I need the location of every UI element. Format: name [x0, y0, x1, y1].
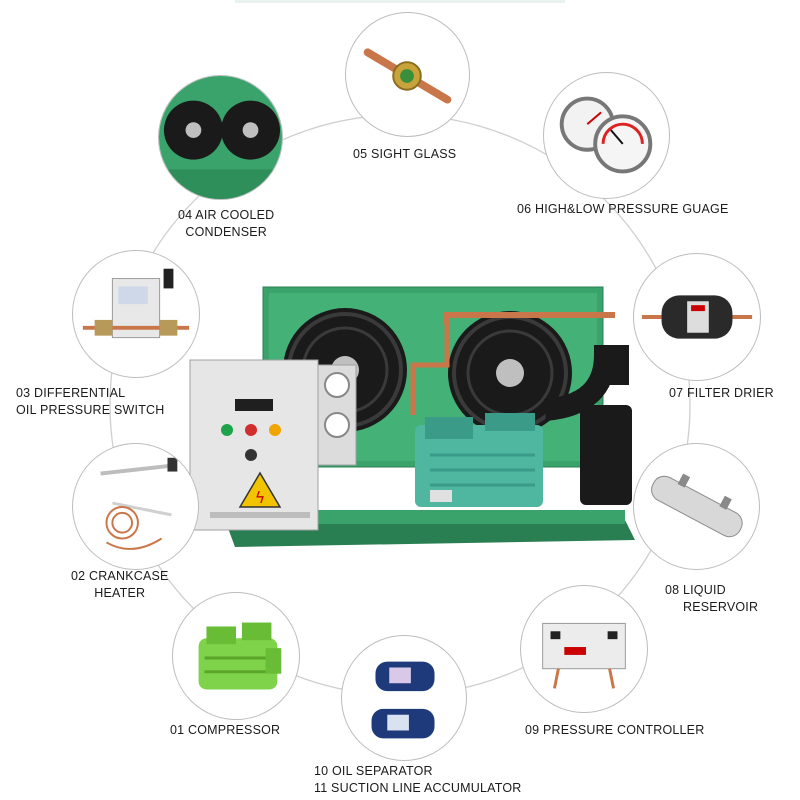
oil-pressure-switch-label: 03 DIFFERENTIAL OIL PRESSURE SWITCH — [16, 386, 165, 417]
liquid-reservoir-node — [633, 443, 760, 570]
separator-accumulator-node — [341, 635, 467, 761]
condenser-label: 04 AIR COOLED CONDENSER — [178, 208, 275, 239]
liquid-reservoir-label: 08 LIQUID RESERVOIR — [665, 583, 759, 614]
compressor-node — [172, 592, 300, 720]
separator-accumulator-label: 10 OIL SEPARATOR 11 SUCTION LINE ACCUMUL… — [314, 764, 522, 795]
pressure-controller-node — [520, 585, 648, 713]
oil-pressure-switch-node — [72, 250, 200, 378]
condenser-node — [158, 75, 283, 200]
sight-glass-label: 05 SIGHT GLASS — [353, 147, 457, 161]
condensing-unit-image: ϟ — [185, 285, 635, 550]
top-accent-bar — [235, 0, 565, 3]
pressure-controller-label: 09 PRESSURE CONTROLLER — [525, 723, 705, 737]
svg-text:ϟ: ϟ — [255, 488, 266, 507]
pressure-gauge-label: 06 HIGH&LOW PRESSURE GUAGE — [517, 202, 729, 216]
crankcase-heater-node — [72, 443, 199, 570]
filter-drier-label: 07 FILTER DRIER — [669, 386, 774, 400]
filter-drier-node — [633, 253, 761, 381]
crankcase-heater-label: 02 CRANKCASE HEATER — [71, 569, 169, 600]
pressure-gauge-node — [543, 72, 670, 199]
compressor-label: 01 COMPRESSOR — [170, 723, 281, 737]
sight-glass-node — [345, 12, 470, 137]
